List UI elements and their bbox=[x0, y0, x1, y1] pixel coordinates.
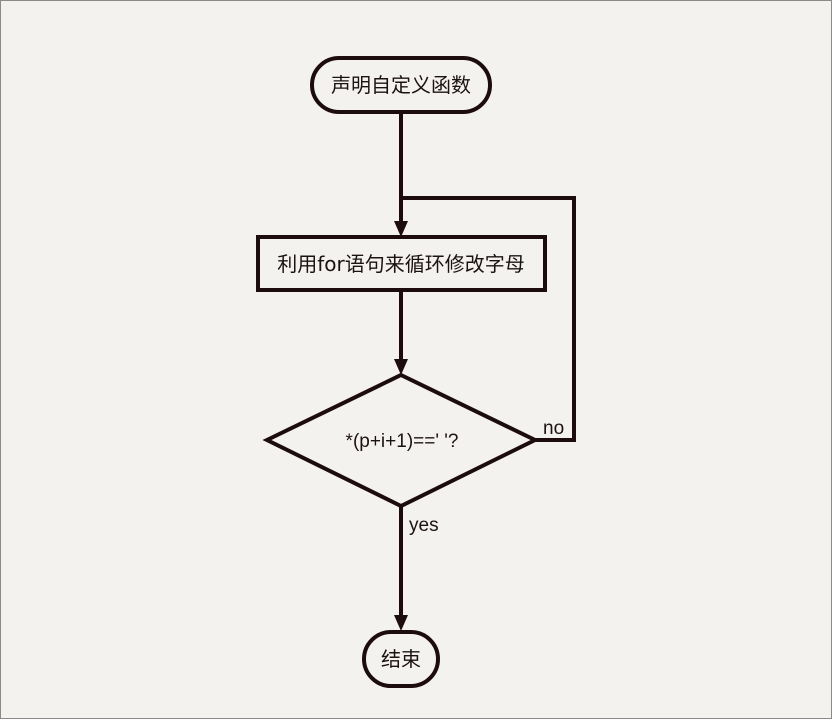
loop-process-node: 利用for语句来循环修改字母 bbox=[256, 235, 547, 292]
end-node: 结束 bbox=[362, 630, 440, 688]
condition-label: *(p+i+1)==' '? bbox=[346, 431, 459, 452]
start-node-label: 声明自定义函数 bbox=[331, 73, 471, 97]
yes-edge-label: yes bbox=[409, 515, 439, 536]
end-node-label: 结束 bbox=[381, 647, 421, 671]
edge-yes-to-end bbox=[394, 506, 408, 631]
loop-process-label: 利用for语句来循环修改字母 bbox=[277, 252, 525, 276]
no-edge-label: no bbox=[543, 418, 564, 439]
edge-loop-to-condition bbox=[394, 291, 408, 375]
condition-decision-node: *(p+i+1)==' '? bbox=[262, 372, 540, 509]
edge-start-to-loop bbox=[394, 112, 408, 237]
start-node: 声明自定义函数 bbox=[310, 56, 492, 114]
edge-no-loop-back bbox=[401, 196, 576, 442]
